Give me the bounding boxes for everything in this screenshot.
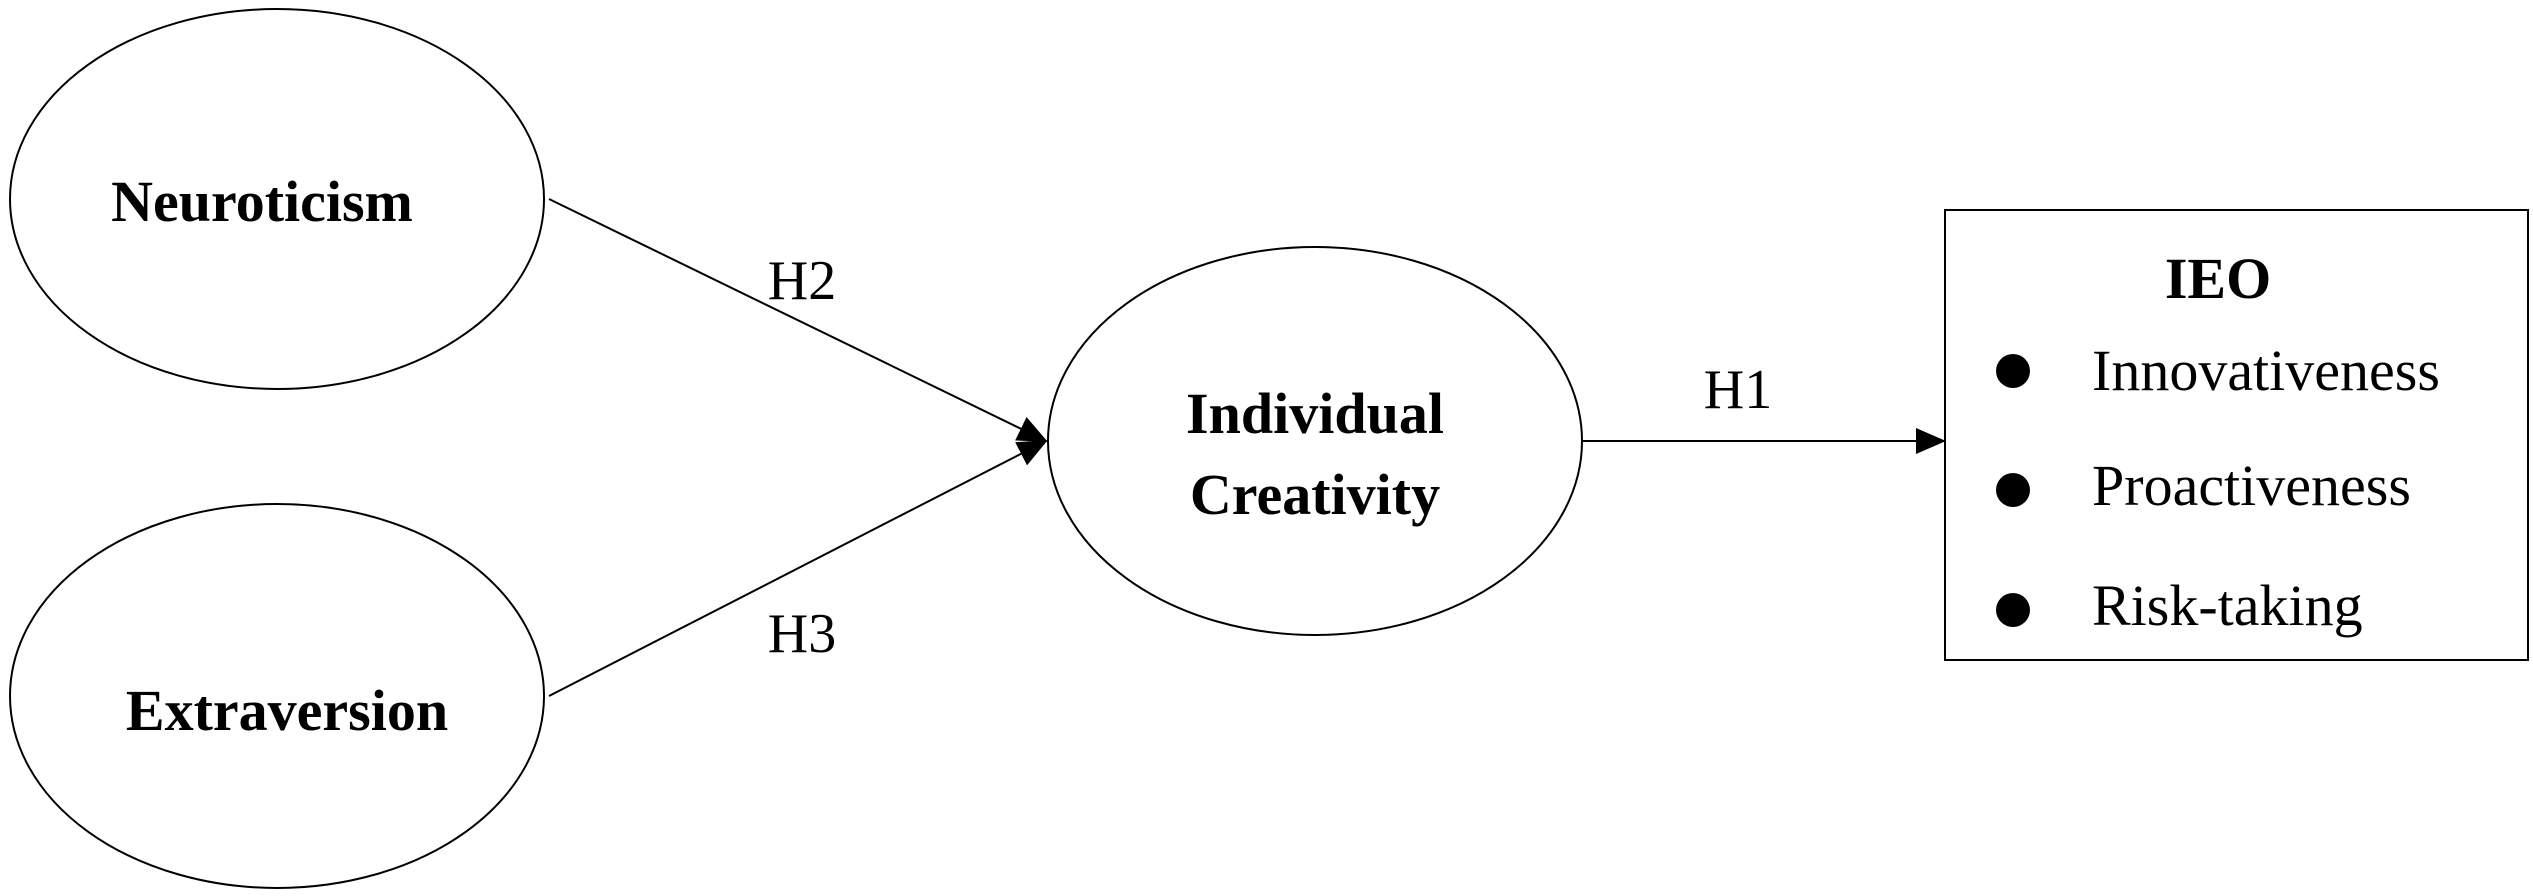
- h3-arrow: [548, 440, 1048, 697]
- ieo-title: IEO: [2165, 246, 2271, 311]
- node-neuroticism: Neuroticism: [9, 8, 545, 390]
- edge-h2: H2: [548, 198, 1048, 442]
- edge-h3: H3: [548, 440, 1048, 697]
- extraversion-label: Extraversion: [126, 678, 448, 743]
- node-extraversion: Extraversion: [9, 503, 545, 889]
- ieo-item-label: Proactiveness: [2092, 453, 2411, 518]
- bullet-icon: [1996, 354, 2030, 388]
- ieo-item-label: Risk-taking: [2092, 573, 2363, 638]
- ieo-item-label: Innovativeness: [2092, 338, 2440, 403]
- ieo-box: IEO Innovativeness Proactiveness Risk-ta…: [1944, 209, 2529, 661]
- bullet-icon: [1996, 593, 2030, 627]
- individual-creativity-label-line1: Individual: [1186, 381, 1444, 446]
- ieo-item-proactiveness: Proactiveness: [1996, 453, 2411, 518]
- ieo-item-innovativeness: Innovativeness: [1996, 338, 2440, 403]
- ieo-rectangle: [1944, 209, 2529, 661]
- neuroticism-label: Neuroticism: [111, 169, 413, 234]
- h3-label: H3: [768, 603, 836, 665]
- individual-creativity-label-line2: Creativity: [1190, 462, 1440, 527]
- edge-h1: H1: [1582, 359, 1946, 454]
- node-individual-creativity: Individual Creativity: [1047, 246, 1583, 636]
- h2-label: H2: [768, 250, 836, 312]
- h1-label: H1: [1704, 359, 1772, 421]
- bullet-icon: [1996, 473, 2030, 507]
- h2-arrow: [548, 198, 1048, 442]
- neuroticism-ellipse: [9, 8, 545, 390]
- extraversion-ellipse: [9, 503, 545, 889]
- ieo-item-risk-taking: Risk-taking: [1996, 573, 2363, 638]
